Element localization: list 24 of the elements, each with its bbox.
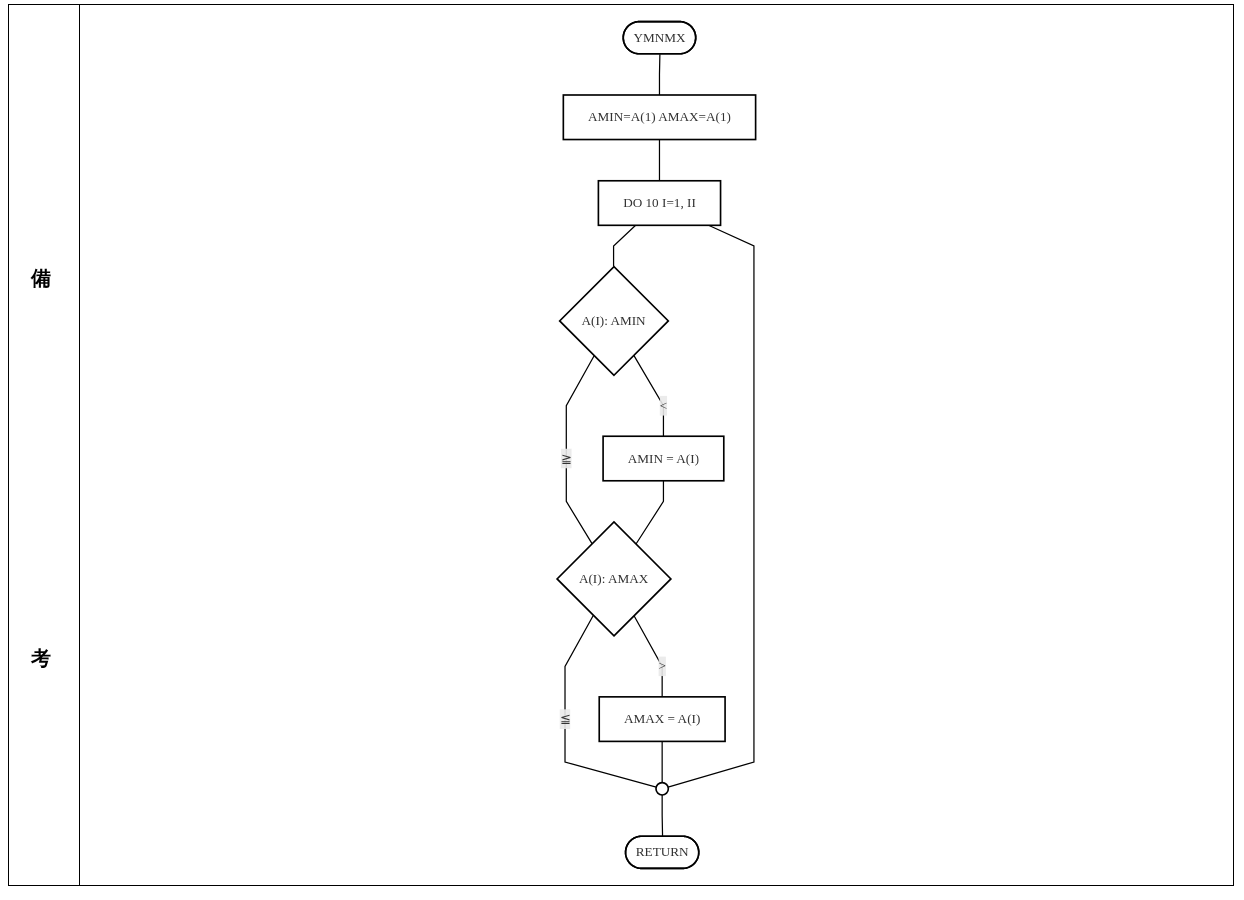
connector bbox=[613, 224, 637, 268]
connector bbox=[565, 355, 595, 545]
node-box: AMIN = A(I) bbox=[602, 435, 725, 482]
connector bbox=[633, 614, 663, 698]
connector bbox=[667, 224, 755, 788]
edge-label: > bbox=[658, 658, 667, 673]
node-box: AMAX = A(I) bbox=[598, 696, 727, 743]
margin-label: 考 bbox=[31, 646, 51, 671]
connector bbox=[659, 53, 661, 96]
margin-label: 備 bbox=[31, 266, 51, 291]
node-box: DO 10 I=1, II bbox=[597, 179, 722, 227]
node-diamond: A(I): AMIN bbox=[558, 265, 670, 377]
edge-label: ≦ bbox=[559, 711, 571, 726]
edge-label: < bbox=[659, 398, 668, 413]
connector bbox=[635, 480, 665, 545]
connector bbox=[661, 794, 664, 838]
node-diamond: A(I): AMAX bbox=[556, 520, 673, 637]
connector bbox=[633, 354, 665, 437]
node-circle bbox=[655, 781, 670, 796]
connector bbox=[564, 614, 657, 788]
connector bbox=[659, 138, 661, 182]
node-box: AMIN=A(1) AMAX=A(1) bbox=[562, 94, 757, 141]
edge-label: ≧ bbox=[561, 451, 572, 466]
connector bbox=[661, 740, 663, 784]
